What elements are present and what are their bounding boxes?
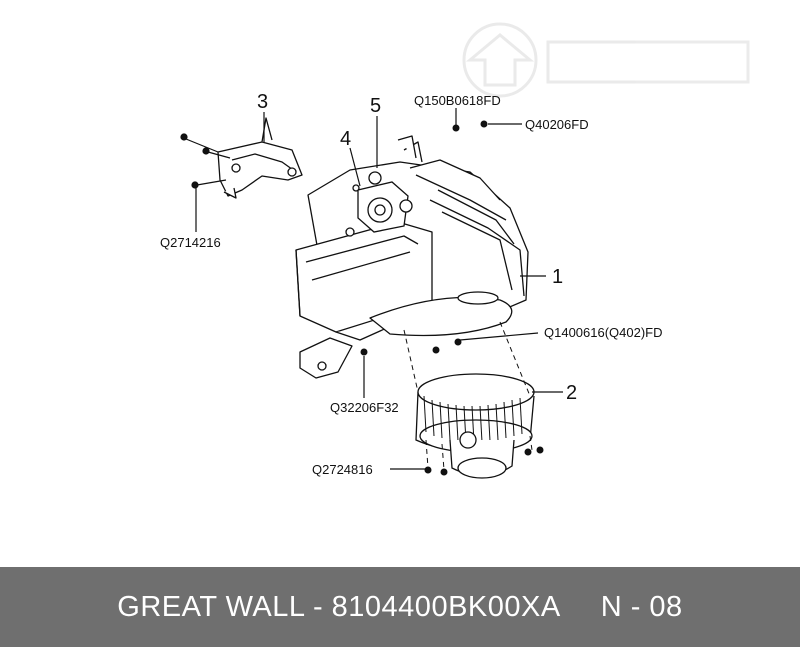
callout-number-1: 1 xyxy=(552,266,563,288)
part-code-q2714216: Q2714216 xyxy=(160,235,221,250)
assembly-dash-lines xyxy=(403,321,533,471)
part-code-q40206fd: Q40206FD xyxy=(525,117,589,132)
callout-number-5: 5 xyxy=(370,95,381,117)
actuator-part xyxy=(345,171,413,237)
footer-bar: GREAT WALL - 8104400BK00XA N - 08 xyxy=(0,567,800,647)
bracket-screws xyxy=(180,133,231,189)
part-code-q1400616: Q1400616(Q402)FD xyxy=(544,325,663,340)
part-code-q32206f32: Q32206F32 xyxy=(330,400,399,415)
bracket-part xyxy=(217,117,303,199)
blower-assembly-diagram: 3 5 4 1 2 Q150B0618FD Q40206FD Q2714216 … xyxy=(160,22,750,479)
callout-number-2: 2 xyxy=(566,382,577,404)
blower-housing xyxy=(295,135,529,379)
footer-page-ref: N - 08 xyxy=(600,590,683,623)
motor-screws xyxy=(360,120,544,476)
blower-motor-wheel xyxy=(415,373,535,479)
part-code-q150b0618fd: Q150B0618FD xyxy=(414,93,501,108)
callout-number-4: 4 xyxy=(340,128,351,150)
part-code-q2724816: Q2724816 xyxy=(312,462,373,477)
footer-brand-part-number: GREAT WALL - 8104400BK00XA xyxy=(117,590,561,623)
callout-number-3: 3 xyxy=(257,91,268,113)
watermark-logo xyxy=(462,22,750,98)
leader-lines xyxy=(195,108,563,470)
